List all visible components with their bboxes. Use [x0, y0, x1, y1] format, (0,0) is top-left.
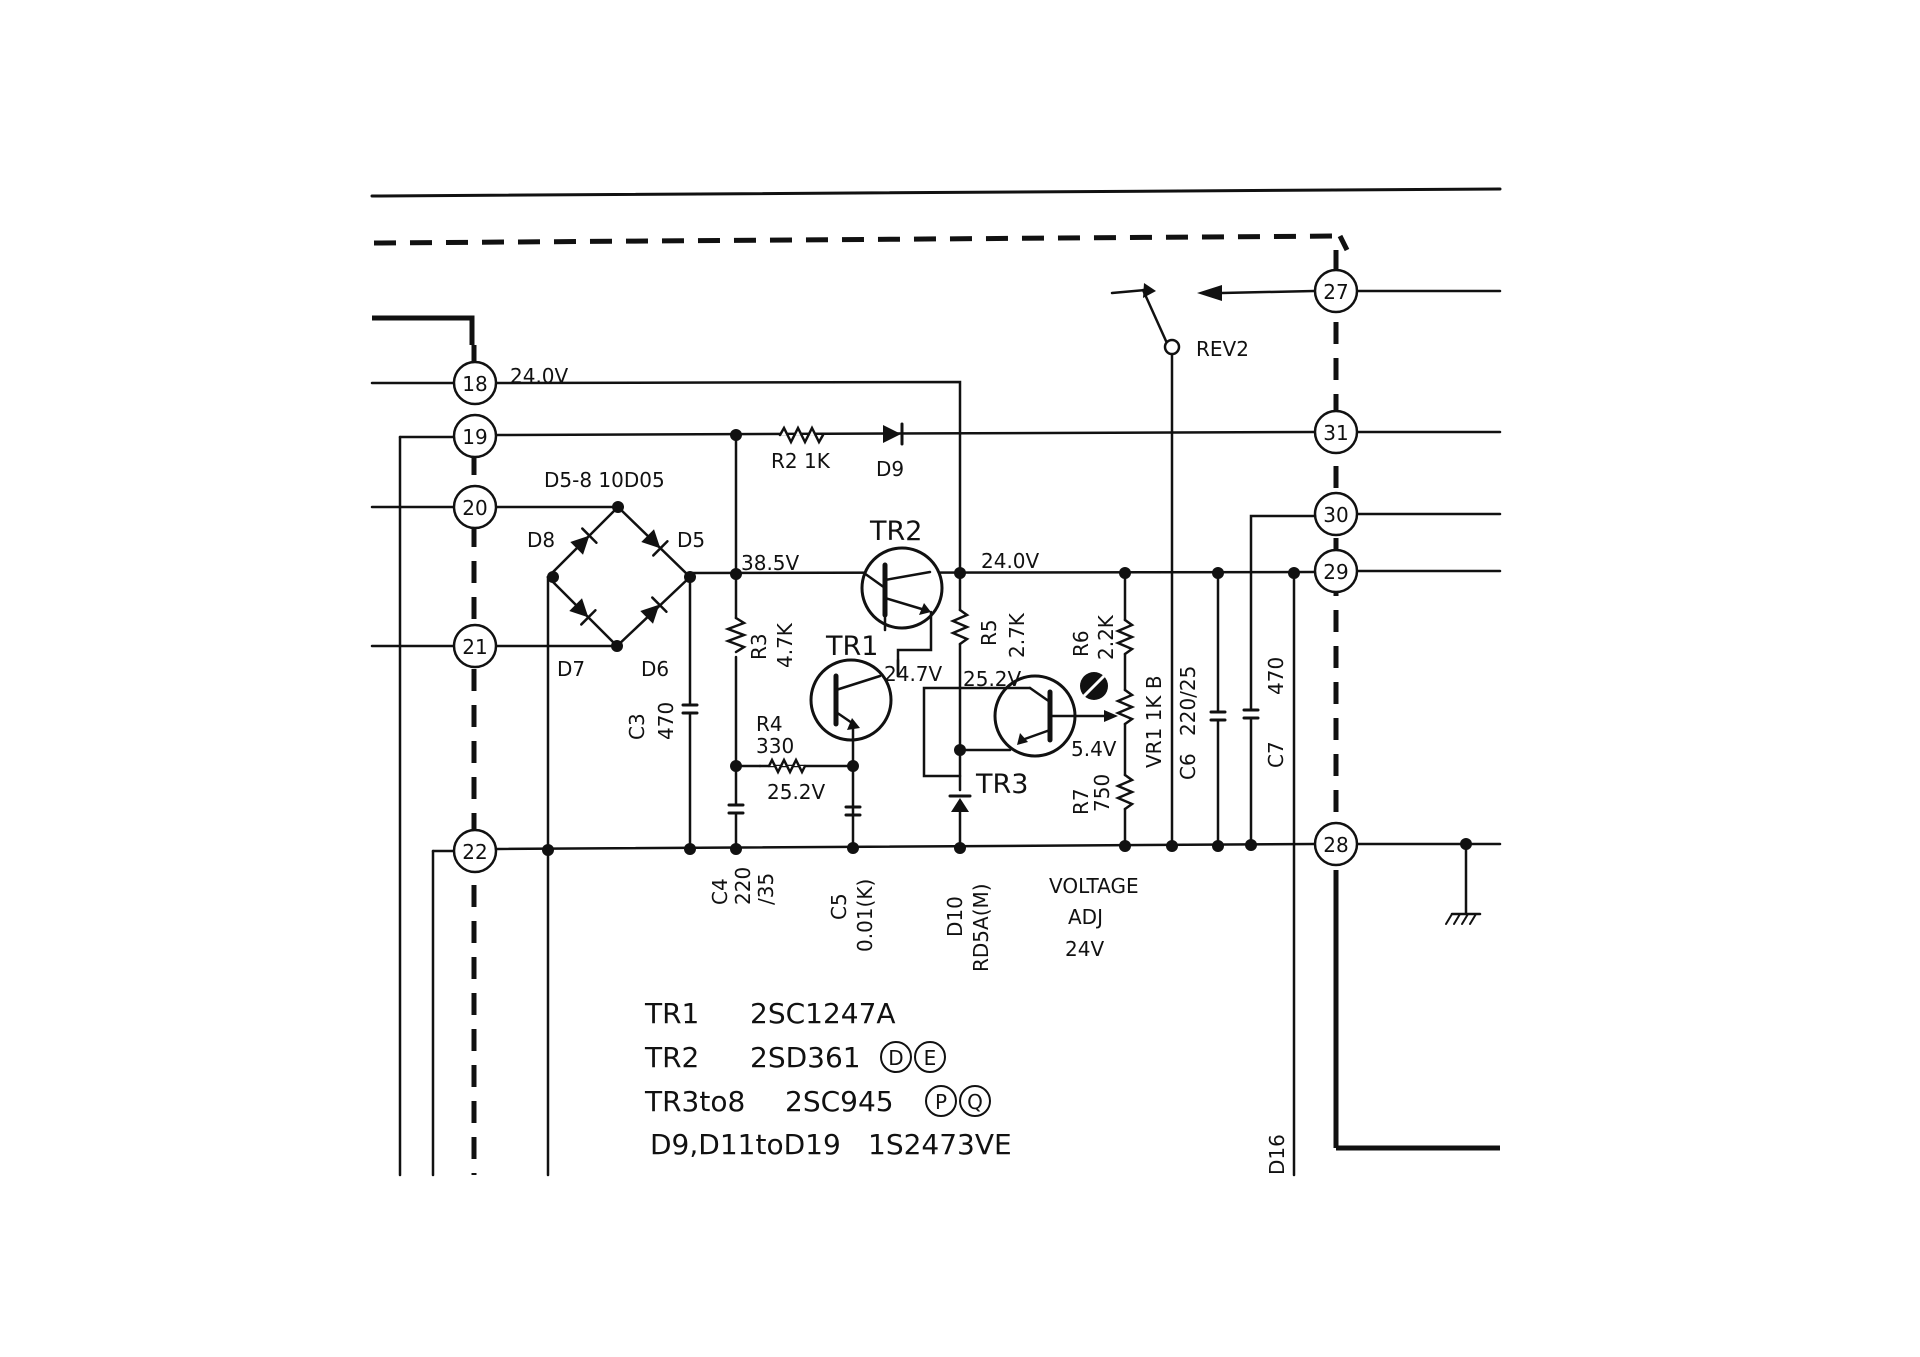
r3-value: 4.7K: [773, 622, 797, 668]
parts-list-row-d9: D9,D11toD19 1S2473VE: [650, 1128, 1012, 1161]
voltage-adj-label-3: 24V: [1065, 937, 1104, 961]
tr1-label: TR1: [825, 631, 878, 662]
parts-list-row-tr3to8: TR3to8 2SC945 P Q: [644, 1085, 991, 1118]
grade-e: E: [924, 1046, 937, 1070]
d10-value: RD5A(M): [969, 883, 993, 972]
svg-text:18: 18: [462, 372, 487, 396]
voltage-label-38-5: 38.5V: [741, 551, 800, 575]
terminal-19: 19: [452, 413, 498, 459]
voltage-adj-label-1: VOLTAGE: [1049, 874, 1139, 898]
svg-text:TR2: TR2: [644, 1041, 699, 1074]
c3-value: 470: [654, 702, 678, 740]
c5-value: 0.01(K): [853, 879, 877, 952]
svg-text:2SD361: 2SD361: [750, 1041, 861, 1074]
r3-label: R3: [747, 633, 771, 660]
tr2-label: TR2: [869, 516, 922, 547]
svg-text:22: 22: [462, 840, 487, 864]
svg-text:19: 19: [462, 425, 487, 449]
grade-q: Q: [967, 1090, 983, 1114]
svg-text:27: 27: [1323, 280, 1348, 304]
bridge-label: D5-8 10D05: [544, 468, 665, 492]
d5-label: D5: [677, 528, 705, 552]
svg-text:21: 21: [462, 635, 487, 659]
r7-label: R7: [1069, 788, 1093, 815]
terminal-22: 22: [452, 828, 498, 874]
grade-d: D: [888, 1046, 903, 1070]
r6-label: R6: [1069, 630, 1093, 657]
terminal-29: 29: [1313, 548, 1359, 594]
svg-text:TR1: TR1: [644, 997, 699, 1030]
c4-value-2: /35: [754, 873, 778, 905]
c7-label: C7: [1264, 741, 1288, 768]
parts-list-row-tr1: TR1 2SC1247A: [644, 997, 896, 1030]
c6-value: 220/25: [1176, 666, 1200, 736]
r5-value: 2.7K: [1005, 612, 1029, 658]
voltage-label-5-4: 5.4V: [1071, 737, 1117, 761]
d16-label: D16: [1265, 1134, 1289, 1175]
terminal-21: 21: [452, 623, 498, 669]
d7-label: D7: [557, 657, 585, 681]
d6-label: D6: [641, 657, 669, 681]
svg-text:D9,D11toD19: D9,D11toD19: [650, 1128, 841, 1161]
c3-label: C3: [625, 713, 649, 740]
voltage-label-25-2-a: 25.2V: [963, 667, 1022, 691]
svg-text:TR3to8: TR3to8: [644, 1085, 745, 1118]
svg-text:20: 20: [462, 496, 487, 520]
voltage-label-24-7: 24.7V: [884, 662, 943, 686]
c7-value: 470: [1264, 657, 1288, 695]
voltage-adj-label-2: ADJ: [1068, 905, 1103, 929]
d9-label: D9: [876, 457, 904, 481]
grade-p: P: [935, 1090, 947, 1114]
svg-text:2SC945: 2SC945: [785, 1085, 894, 1118]
d10-label: D10: [943, 896, 967, 937]
svg-text:2SC1247A: 2SC1247A: [750, 997, 896, 1030]
r2-label: R2 1K: [771, 449, 831, 473]
c6-label: C6: [1176, 753, 1200, 780]
r4-value: 330: [756, 734, 794, 758]
terminal-27: 27: [1313, 268, 1359, 314]
terminal-31: 31: [1313, 409, 1359, 455]
vr1-label: VR1 1K B: [1142, 675, 1166, 768]
svg-text:1S2473VE: 1S2473VE: [868, 1128, 1012, 1161]
d8-label: D8: [527, 528, 555, 552]
voltage-label-18: 24.0V: [510, 364, 569, 388]
ground-icon: [1445, 913, 1477, 925]
svg-text:28: 28: [1323, 833, 1348, 857]
terminal-20: 20: [452, 484, 498, 530]
terminal-18: 18: [452, 360, 498, 406]
c4-value-1: 220: [731, 867, 755, 905]
svg-text:29: 29: [1323, 560, 1348, 584]
parts-list: TR1 2SC1247A TR2 2SD361 D E TR3to8 2SC94…: [644, 997, 1012, 1161]
rev2-label: REV2: [1196, 337, 1249, 361]
svg-text:30: 30: [1323, 503, 1348, 527]
c4-label: C4: [708, 878, 732, 905]
r4-label: R4: [756, 712, 783, 736]
voltage-label-25-2-b: 25.2V: [767, 780, 826, 804]
voltage-label-24: 24.0V: [981, 549, 1040, 573]
parts-list-row-tr2: TR2 2SD361 D E: [644, 1041, 946, 1074]
r5-label: R5: [977, 619, 1001, 646]
c5-label: C5: [827, 893, 851, 920]
terminal-30: 30: [1313, 491, 1359, 537]
terminal-28: 28: [1313, 821, 1359, 867]
r6-value: 2.2K: [1094, 614, 1118, 660]
svg-text:31: 31: [1323, 421, 1348, 445]
tr3-label: TR3: [975, 769, 1028, 800]
r7-value: 750: [1090, 774, 1114, 812]
